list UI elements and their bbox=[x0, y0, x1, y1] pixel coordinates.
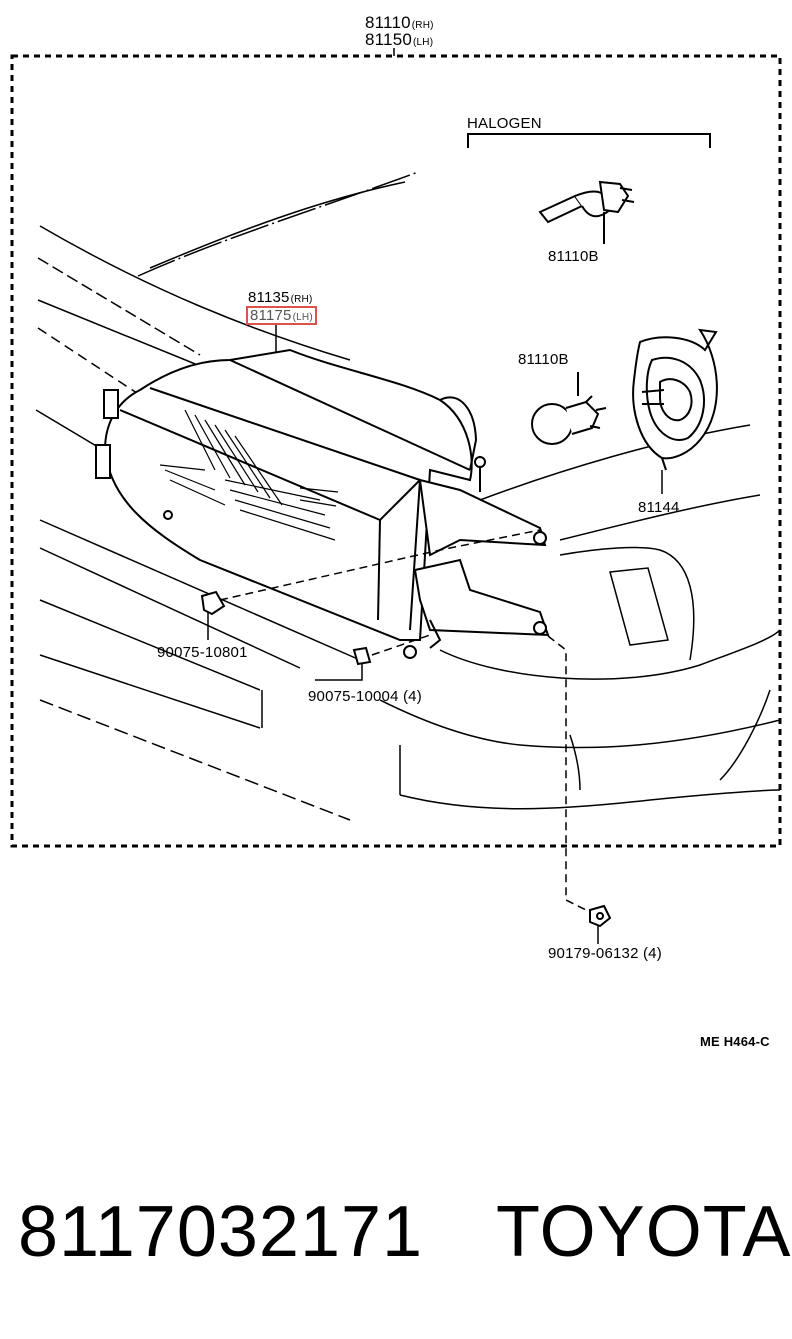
halogen-bulb-icon bbox=[538, 180, 635, 244]
side-lh: (LH) bbox=[292, 312, 313, 323]
side-lh: (LH) bbox=[413, 37, 434, 48]
part-number-81110: 81110 bbox=[365, 13, 411, 32]
halogen-bracket bbox=[467, 133, 711, 148]
part-label-nut: 90179-06132 (4) bbox=[548, 945, 662, 962]
part-label-bulb-halogen: 81110B bbox=[548, 248, 599, 265]
clip-icon bbox=[200, 590, 226, 616]
part-number-81175: 81175 bbox=[250, 307, 292, 324]
part-label-81144: 81144 bbox=[638, 499, 680, 516]
screw-icon bbox=[352, 646, 372, 666]
part-label-81175-highlighted: 81175(LH) bbox=[246, 306, 317, 325]
headlamp-housing bbox=[95, 348, 486, 659]
part-number-81150: 81150 bbox=[365, 30, 413, 49]
halogen-label: HALOGEN bbox=[467, 115, 542, 132]
part-label-bulb-standard: 81110B bbox=[518, 351, 569, 368]
standard-bulb-icon bbox=[531, 372, 607, 445]
diagram-code: ME H464-C bbox=[700, 1034, 770, 1049]
dashed-leader-lines bbox=[219, 529, 591, 913]
assembly-boundary bbox=[10, 54, 782, 848]
part-label-81110: 81110(RH) bbox=[365, 14, 434, 31]
footer-brand: TOYOTA bbox=[496, 1192, 792, 1272]
part-label-81135: 81135(RH) bbox=[248, 290, 313, 305]
footer-caption: 8117032171 TOYOTA bbox=[18, 1192, 790, 1276]
part-label-screw-1: 90075-10801 bbox=[157, 644, 248, 661]
leader-lines bbox=[207, 324, 663, 944]
socket-cover-icon bbox=[632, 328, 718, 471]
part-label-81150: 81150(LH) bbox=[365, 31, 433, 48]
side-rh: (RH) bbox=[290, 294, 313, 305]
adjuster-brackets bbox=[413, 478, 550, 649]
footer-part-number: 8117032171 bbox=[18, 1192, 424, 1272]
part-number-81135: 81135 bbox=[248, 289, 290, 306]
part-label-screw-2: 90075-10004 (4) bbox=[308, 688, 422, 705]
side-rh: (RH) bbox=[411, 20, 434, 31]
nut-icon bbox=[589, 904, 612, 928]
lens-pattern bbox=[159, 409, 339, 541]
